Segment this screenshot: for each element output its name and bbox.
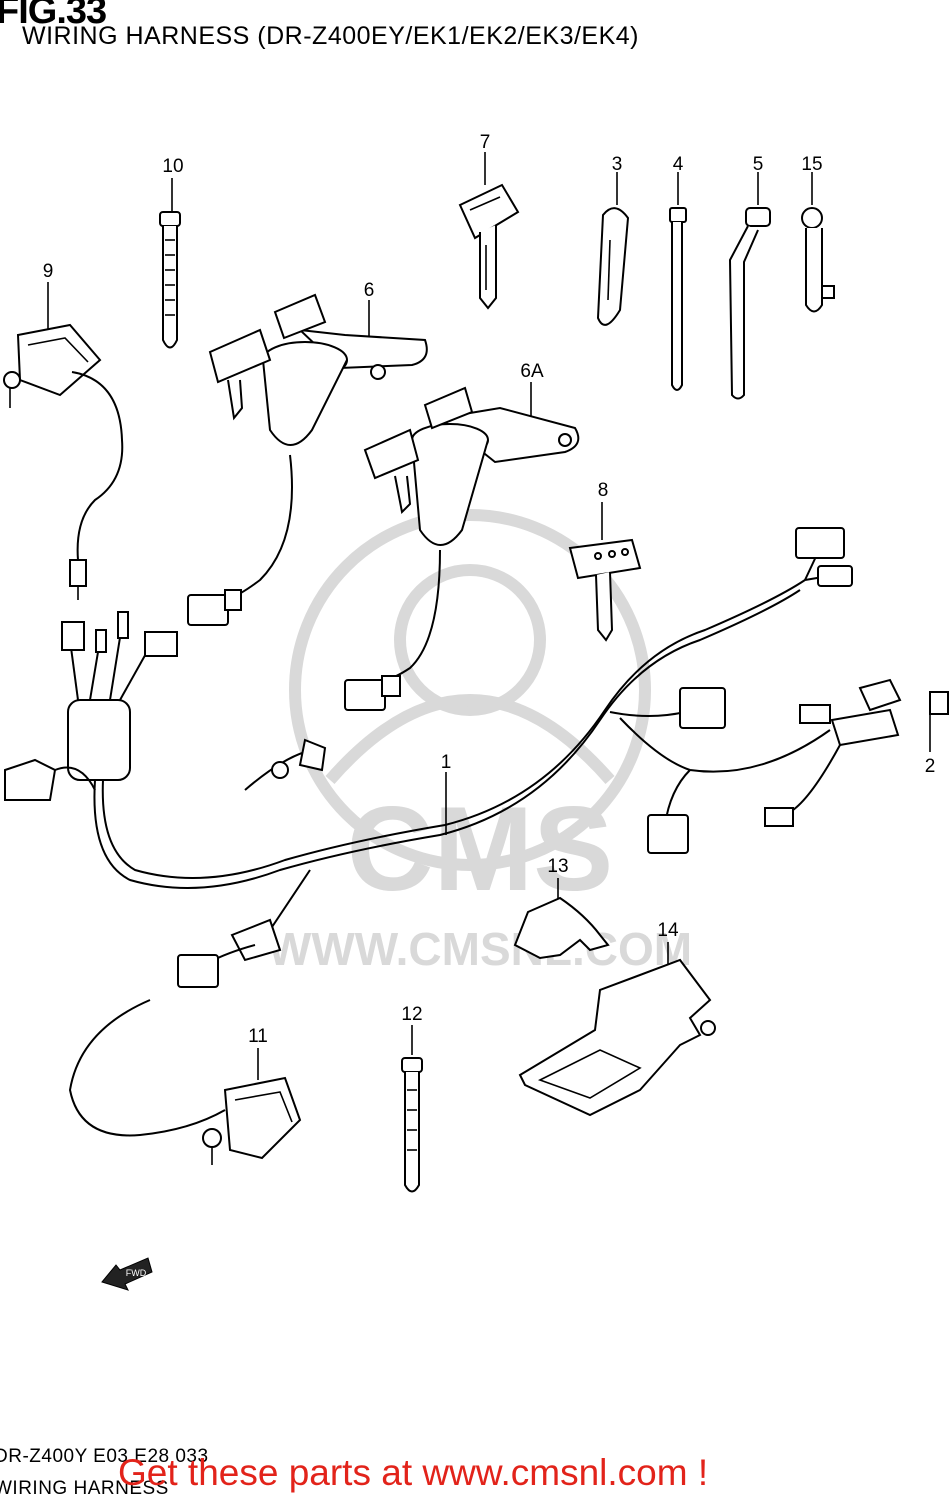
callout-15: 15 [801,154,822,175]
part-9-relay [3,282,124,600]
callout-13: 13 [547,856,568,877]
callout-12: 12 [401,1004,422,1025]
callout-2: 2 [925,756,936,777]
callout-3: 3 [612,154,623,175]
fwd-label: FWD [126,1268,147,1278]
callout-10: 10 [162,156,183,177]
part-13-cover [513,878,610,960]
part-6-ignition-switch [187,293,428,626]
callout-7: 7 [480,132,491,153]
watermark-brand: CMS [347,782,614,916]
callout-11: 11 [248,1026,268,1047]
part-11-relay [202,1048,302,1165]
callout-6a: 6A [520,361,544,382]
part-15-clamp [801,172,835,313]
part-5-clamp-tie [728,172,771,400]
diagram-caption: WIRING HARNESS [0,1478,169,1499]
callout-5: 5 [753,154,764,175]
buy-parts-link[interactable]: Get these parts at www.cmsnl.com ! [118,1452,709,1493]
part-14-bracket [518,942,716,1117]
watermark-url: WWW.CMSNL.COM [268,923,692,975]
part-6a-ignition-switch [344,382,580,711]
part-7-key [458,152,520,310]
callout-1: 1 [441,752,452,773]
callout-6: 6 [364,280,375,301]
callout-4: 4 [673,154,684,175]
figure-number: FIG.33 [0,0,107,32]
part-2-coupler [764,678,949,827]
part-3-clamp [596,172,630,326]
part-1-main-harness [4,527,853,1137]
diagram-code: DR-Z400Y E03 E28 033 [0,1446,209,1467]
diagram-title: WIRING HARNESS (DR-Z400EY/EK1/EK2/EK3/EK… [22,22,640,50]
fwd-arrow-icon: FWD [101,1257,153,1291]
callout-14: 14 [657,920,679,941]
part-8-key [568,502,642,642]
callout-8: 8 [598,480,609,501]
part-4-cable-tie [669,172,687,391]
part-12-cable-tie [401,1025,423,1193]
watermark: CMS WWW.CMSNL.COM [268,509,692,975]
part-10-cable-tie [159,178,181,349]
callout-9: 9 [43,261,54,282]
